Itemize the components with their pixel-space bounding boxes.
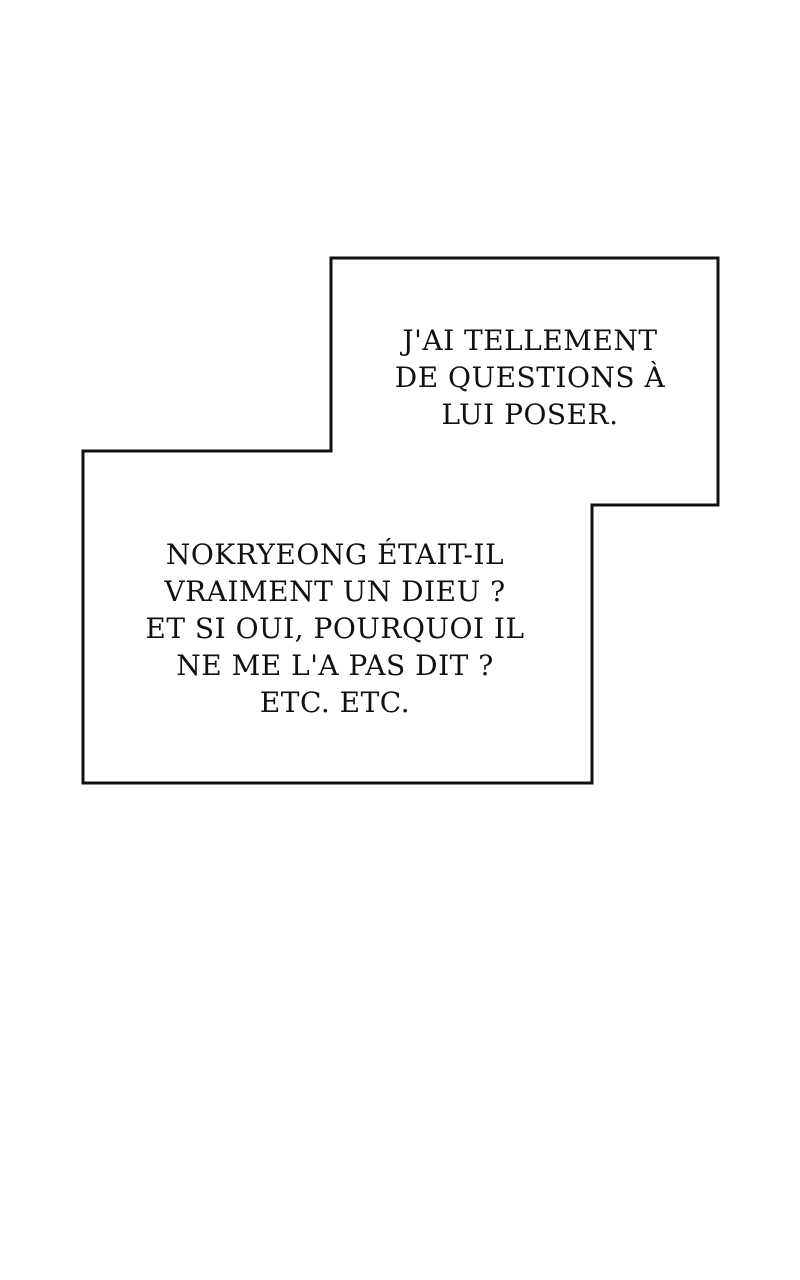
caption-line: ET SI OUI, POURQUOI IL [145,612,525,645]
caption-line: DE QUESTIONS À [394,361,666,394]
caption-line: VRAIMENT UN DIEU ? [164,575,506,608]
caption-text-top: J'AI TELLEMENT DE QUESTIONS À LUI POSER. [360,322,700,433]
caption-line: J'AI TELLEMENT [402,324,658,357]
caption-line: NOKRYEONG ÉTAIT-IL [165,538,505,571]
caption-line: ETC. ETC. [259,686,411,719]
caption-line: NE ME L'A PAS DIT ? [176,649,494,682]
caption-line: LUI POSER. [441,398,619,431]
stepped-caption-border [81,256,720,785]
caption-text-bottom: NOKRYEONG ÉTAIT-IL VRAIMENT UN DIEU ? ET… [100,536,570,721]
